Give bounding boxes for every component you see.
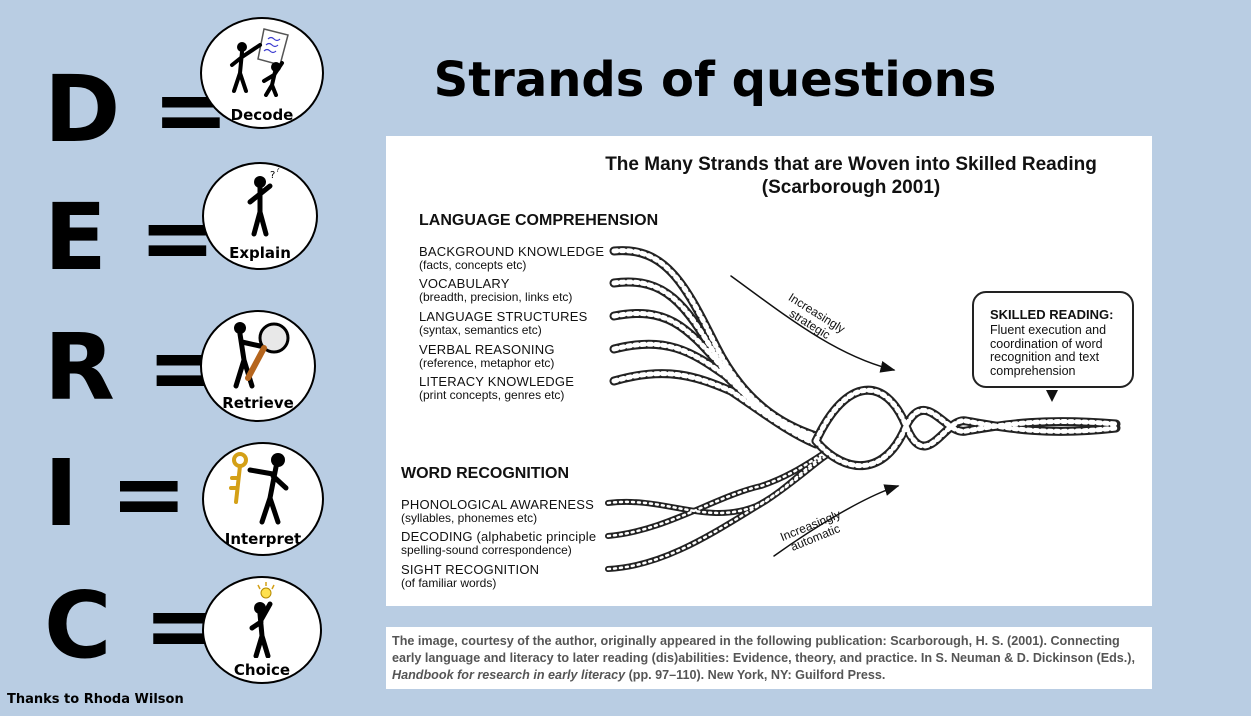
- language-comprehension-heading: LANGUAGE COMPREHENSION: [419, 212, 659, 229]
- strand-label: SIGHT RECOGNITION (of familiar words): [401, 562, 540, 590]
- strand-label: LANGUAGE STRUCTURES (syntax, semantics e…: [419, 309, 588, 337]
- explain-thinker-icon: ? ?: [247, 168, 280, 237]
- citation-publisher: (pp. 97–110). New York, NY: Guilford Pre…: [625, 668, 886, 682]
- strand-label: VERBAL REASONING (reference, metaphor et…: [419, 342, 555, 370]
- diagram-title-line2: (Scarborough 2001): [761, 177, 941, 198]
- retrieve-magnifier-icon: [233, 322, 290, 389]
- citation: The image, courtesy of the author, origi…: [386, 627, 1152, 689]
- citation-book-title: Handbook for research in early literacy: [392, 668, 626, 682]
- interpret-circle: Interpret: [202, 442, 324, 556]
- strand-label: LITERACY KNOWLEDGE (print concepts, genr…: [419, 374, 575, 402]
- choice-circle: Choice: [202, 576, 322, 684]
- deric-letter-i: I =: [44, 440, 188, 547]
- decode-circle: Decode: [200, 17, 324, 129]
- skilled-reading-text-line: comprehension: [990, 363, 1076, 378]
- strand-label: BACKGROUND KNOWLEDGE (facts, concepts et…: [419, 244, 605, 272]
- strand-label: DECODING (alphabetic principle spelling-…: [401, 529, 597, 557]
- deric-letter-c: C =: [44, 572, 221, 679]
- explain-circle: ? ? Explain: [202, 162, 318, 270]
- decode-figures-icon: [230, 28, 289, 97]
- svg-text:?: ?: [276, 168, 280, 174]
- skilled-reading-text-line: coordination of word: [990, 336, 1103, 351]
- skilled-reading-box: SKILLED READING: Fluent execution and co…: [972, 291, 1134, 388]
- retrieve-label: Retrieve: [222, 394, 294, 412]
- skilled-reading-title: SKILLED READING:: [990, 307, 1114, 322]
- skilled-reading-text-line: recognition and text: [990, 350, 1100, 364]
- retrieve-circle: Retrieve: [200, 310, 316, 422]
- page-title: Strands of questions: [433, 52, 997, 108]
- strand-label: VOCABULARY (breadth, precision, links et…: [419, 276, 573, 304]
- diagram-title-line1: The Many Strands that are Woven into Ski…: [605, 154, 1097, 175]
- choice-lightbulb-icon: [249, 582, 275, 658]
- rope-strands-illustration: [605, 246, 1121, 572]
- citation-text: The image, courtesy of the author, origi…: [392, 634, 1135, 665]
- interpret-label: Interpret: [224, 530, 302, 548]
- deric-letter-e: E =: [44, 184, 216, 291]
- deric-letter-r: R =: [44, 314, 224, 421]
- decode-label: Decode: [230, 106, 294, 124]
- word-recognition-heading: WORD RECOGNITION: [401, 465, 569, 482]
- explain-label: Explain: [229, 244, 291, 262]
- strand-label: PHONOLOGICAL AWARENESS (syllables, phone…: [401, 497, 594, 525]
- interpret-key-icon: [229, 452, 289, 525]
- choice-label: Choice: [233, 661, 291, 679]
- reading-rope-diagram: The Many Strands that are Woven into Ski…: [386, 136, 1152, 606]
- svg-text:?: ?: [270, 170, 275, 181]
- skilled-reading-text-line: Fluent execution and: [990, 323, 1107, 337]
- deric-letter-d: D =: [44, 56, 230, 163]
- credit-text: Thanks to Rhoda Wilson: [7, 692, 184, 707]
